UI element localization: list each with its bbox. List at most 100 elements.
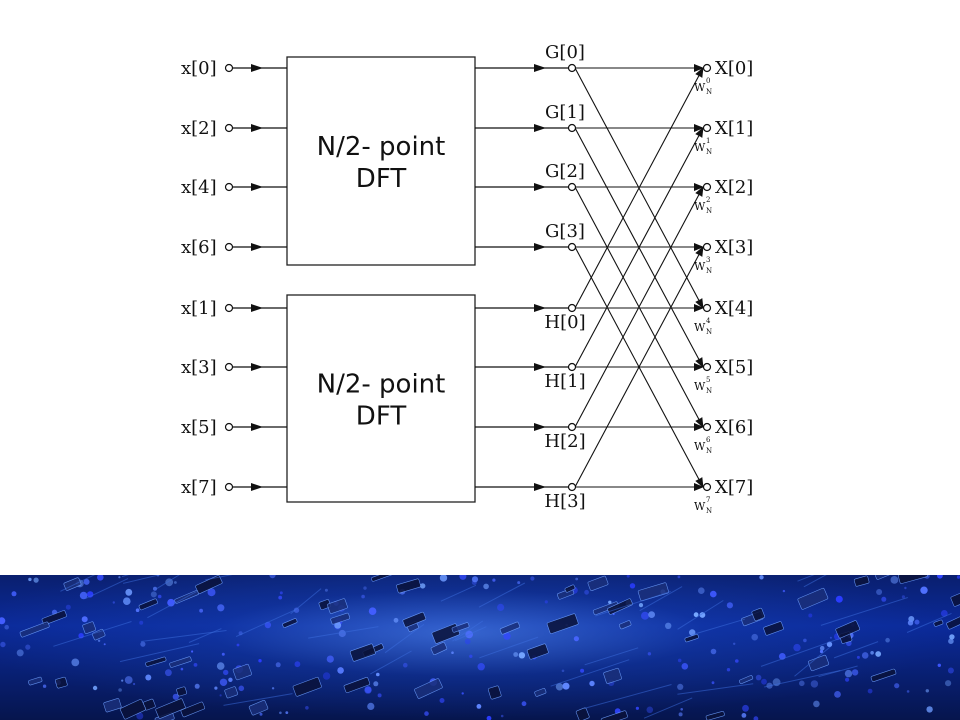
twiddle-subscript: N xyxy=(706,148,712,156)
circuit-chip xyxy=(145,656,167,667)
circuit-trace xyxy=(290,588,322,615)
circuit-dot xyxy=(393,617,399,623)
twiddle-base: W xyxy=(694,380,706,393)
circuit-dot xyxy=(678,712,683,717)
twiddle-subscript: N xyxy=(706,387,712,395)
circuit-dot xyxy=(876,589,883,595)
circuit-dot xyxy=(584,589,589,595)
circuit-chip xyxy=(751,607,765,622)
circuit-dot xyxy=(851,669,859,676)
circuit-chip xyxy=(637,582,669,602)
output-label: X[1] xyxy=(715,118,753,139)
circuit-chip xyxy=(933,619,944,627)
circuit-dot xyxy=(172,693,179,700)
circuit-trace xyxy=(677,600,724,630)
circuit-dot xyxy=(471,576,479,583)
circuit-chip xyxy=(875,575,897,580)
circuit-trace xyxy=(119,643,200,663)
circuit-dot xyxy=(377,693,382,698)
circuit-dot xyxy=(326,655,334,663)
input-label: x[7] xyxy=(181,477,217,498)
circuit-trace xyxy=(223,693,293,706)
output-label: X[6] xyxy=(715,417,753,438)
circuit-dot xyxy=(103,643,106,646)
h-label: H[0] xyxy=(544,312,585,333)
twiddle-base: W xyxy=(694,260,706,273)
circuit-dot xyxy=(4,624,9,630)
output-label: X[4] xyxy=(715,298,753,319)
circuit-dot xyxy=(937,663,941,667)
circuit-dot xyxy=(677,658,682,663)
h-label: H[2] xyxy=(544,431,585,452)
circuit-dot xyxy=(464,638,471,645)
circuit-trace xyxy=(639,586,683,612)
twiddle-subscript: N xyxy=(706,88,712,96)
arrow-icon xyxy=(534,64,546,72)
circuit-dot xyxy=(217,604,225,612)
circuit-dot xyxy=(97,575,104,581)
circuit-dot xyxy=(580,668,585,673)
arrow-icon xyxy=(534,124,546,132)
dft-block-label: N/2- point xyxy=(317,132,446,162)
circuit-dot xyxy=(945,680,952,687)
circuit-dot xyxy=(79,591,88,600)
circuit-trace xyxy=(235,608,297,638)
circuit-chip xyxy=(619,620,632,630)
circuit-chip xyxy=(763,621,784,636)
circuit-board-image xyxy=(0,575,960,720)
circuit-dot xyxy=(755,674,762,681)
circuit-trace xyxy=(452,620,484,642)
twiddle-exponent: 0 xyxy=(706,77,710,85)
circuit-trace xyxy=(370,650,412,675)
circuit-trace xyxy=(478,582,526,608)
circuit-dot xyxy=(947,667,954,674)
g-node xyxy=(567,242,577,252)
circuit-dot xyxy=(751,633,758,641)
circuit-dot xyxy=(194,683,200,689)
circuit-dot xyxy=(451,651,454,654)
circuit-chip xyxy=(546,613,579,634)
circuit-dot xyxy=(710,590,717,598)
circuit-chip xyxy=(396,578,421,594)
circuit-dot xyxy=(228,677,233,682)
circuit-dot xyxy=(140,641,146,647)
output-label: X[3] xyxy=(715,237,753,258)
circuit-dot xyxy=(638,603,644,608)
input-label: x[3] xyxy=(181,357,217,378)
circuit-dot xyxy=(112,601,116,604)
circuit-dot xyxy=(461,692,464,695)
circuit-dot xyxy=(856,655,860,659)
circuit-dot xyxy=(25,644,31,650)
circuit-dot xyxy=(477,663,485,671)
circuit-chip xyxy=(797,587,829,610)
circuit-dot xyxy=(875,651,882,657)
circuit-chip xyxy=(853,575,870,587)
output-label: X[2] xyxy=(715,177,753,198)
circuit-dot xyxy=(294,661,301,668)
circuit-dot xyxy=(305,706,309,710)
circuit-dot xyxy=(521,701,527,707)
circuit-dot xyxy=(753,716,759,720)
circuit-dot xyxy=(207,588,216,597)
circuit-trace xyxy=(794,646,831,677)
circuit-dot xyxy=(808,613,813,618)
circuit-trace xyxy=(440,584,477,602)
circuit-trace xyxy=(53,621,132,647)
circuit-dot xyxy=(680,708,683,711)
circuit-dot xyxy=(799,680,805,687)
circuit-dot xyxy=(219,678,228,686)
circuit-dot xyxy=(216,662,225,670)
dft-block xyxy=(286,294,476,503)
circuit-trace xyxy=(384,623,425,654)
output-label: X[5] xyxy=(715,357,753,378)
h-node xyxy=(567,482,577,492)
circuit-dot xyxy=(219,694,222,697)
circuit-dot xyxy=(904,586,907,590)
input-label: x[5] xyxy=(181,417,217,438)
circuit-dot xyxy=(97,639,101,642)
circuit-chip xyxy=(195,575,223,594)
circuit-dot xyxy=(937,575,943,579)
circuit-dot xyxy=(530,576,535,581)
